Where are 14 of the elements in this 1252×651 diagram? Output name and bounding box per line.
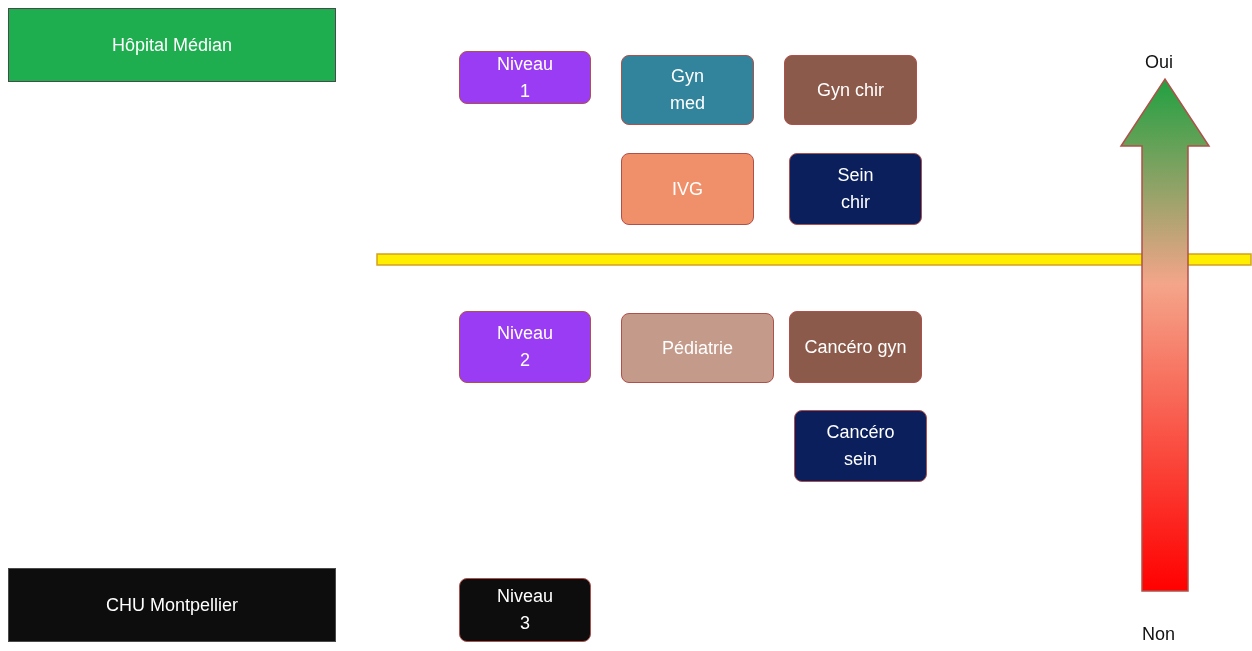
service-box: Gyn med bbox=[621, 55, 754, 125]
service-box: IVG bbox=[621, 153, 754, 225]
service-box: Sein chir bbox=[789, 153, 922, 225]
hospital-box: Hôpital Médian bbox=[8, 8, 336, 82]
level-box: Niveau 2 bbox=[459, 311, 591, 383]
hospital-box: CHU Montpellier bbox=[8, 568, 336, 642]
level-box: Niveau 3 bbox=[459, 578, 591, 642]
service-box: Gyn chir bbox=[784, 55, 917, 125]
axis-label: Non bbox=[1142, 624, 1176, 645]
service-box: Cancéro gyn bbox=[789, 311, 922, 383]
level-box: Niveau 1 bbox=[459, 51, 591, 104]
service-box: Cancéro sein bbox=[794, 410, 927, 482]
axis-label: Oui bbox=[1145, 52, 1173, 73]
service-box: Pédiatrie bbox=[621, 313, 774, 383]
